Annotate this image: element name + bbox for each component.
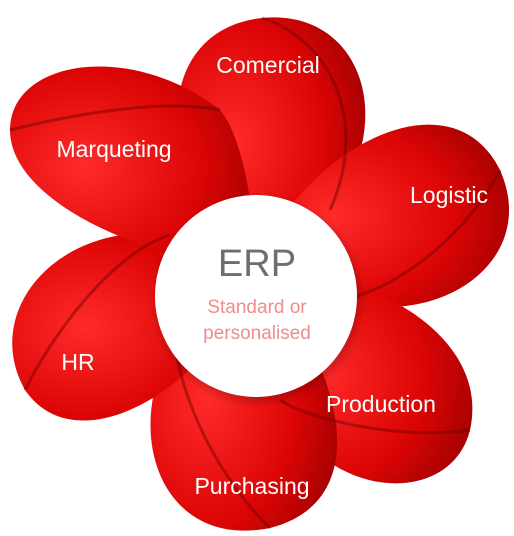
center-title: ERP (218, 243, 296, 285)
label-comercial: Comercial (216, 52, 320, 78)
center-subtitle-line1: Standard or (207, 297, 307, 318)
label-hr: HR (61, 349, 94, 375)
label-marqueting: Marqueting (56, 136, 171, 162)
label-logistic: Logistic (410, 182, 488, 208)
center-subtitle-line2: personalised (203, 323, 311, 344)
label-purchasing: Purchasing (194, 473, 309, 499)
label-production: Production (326, 391, 436, 417)
center-circle[interactable] (155, 195, 357, 397)
